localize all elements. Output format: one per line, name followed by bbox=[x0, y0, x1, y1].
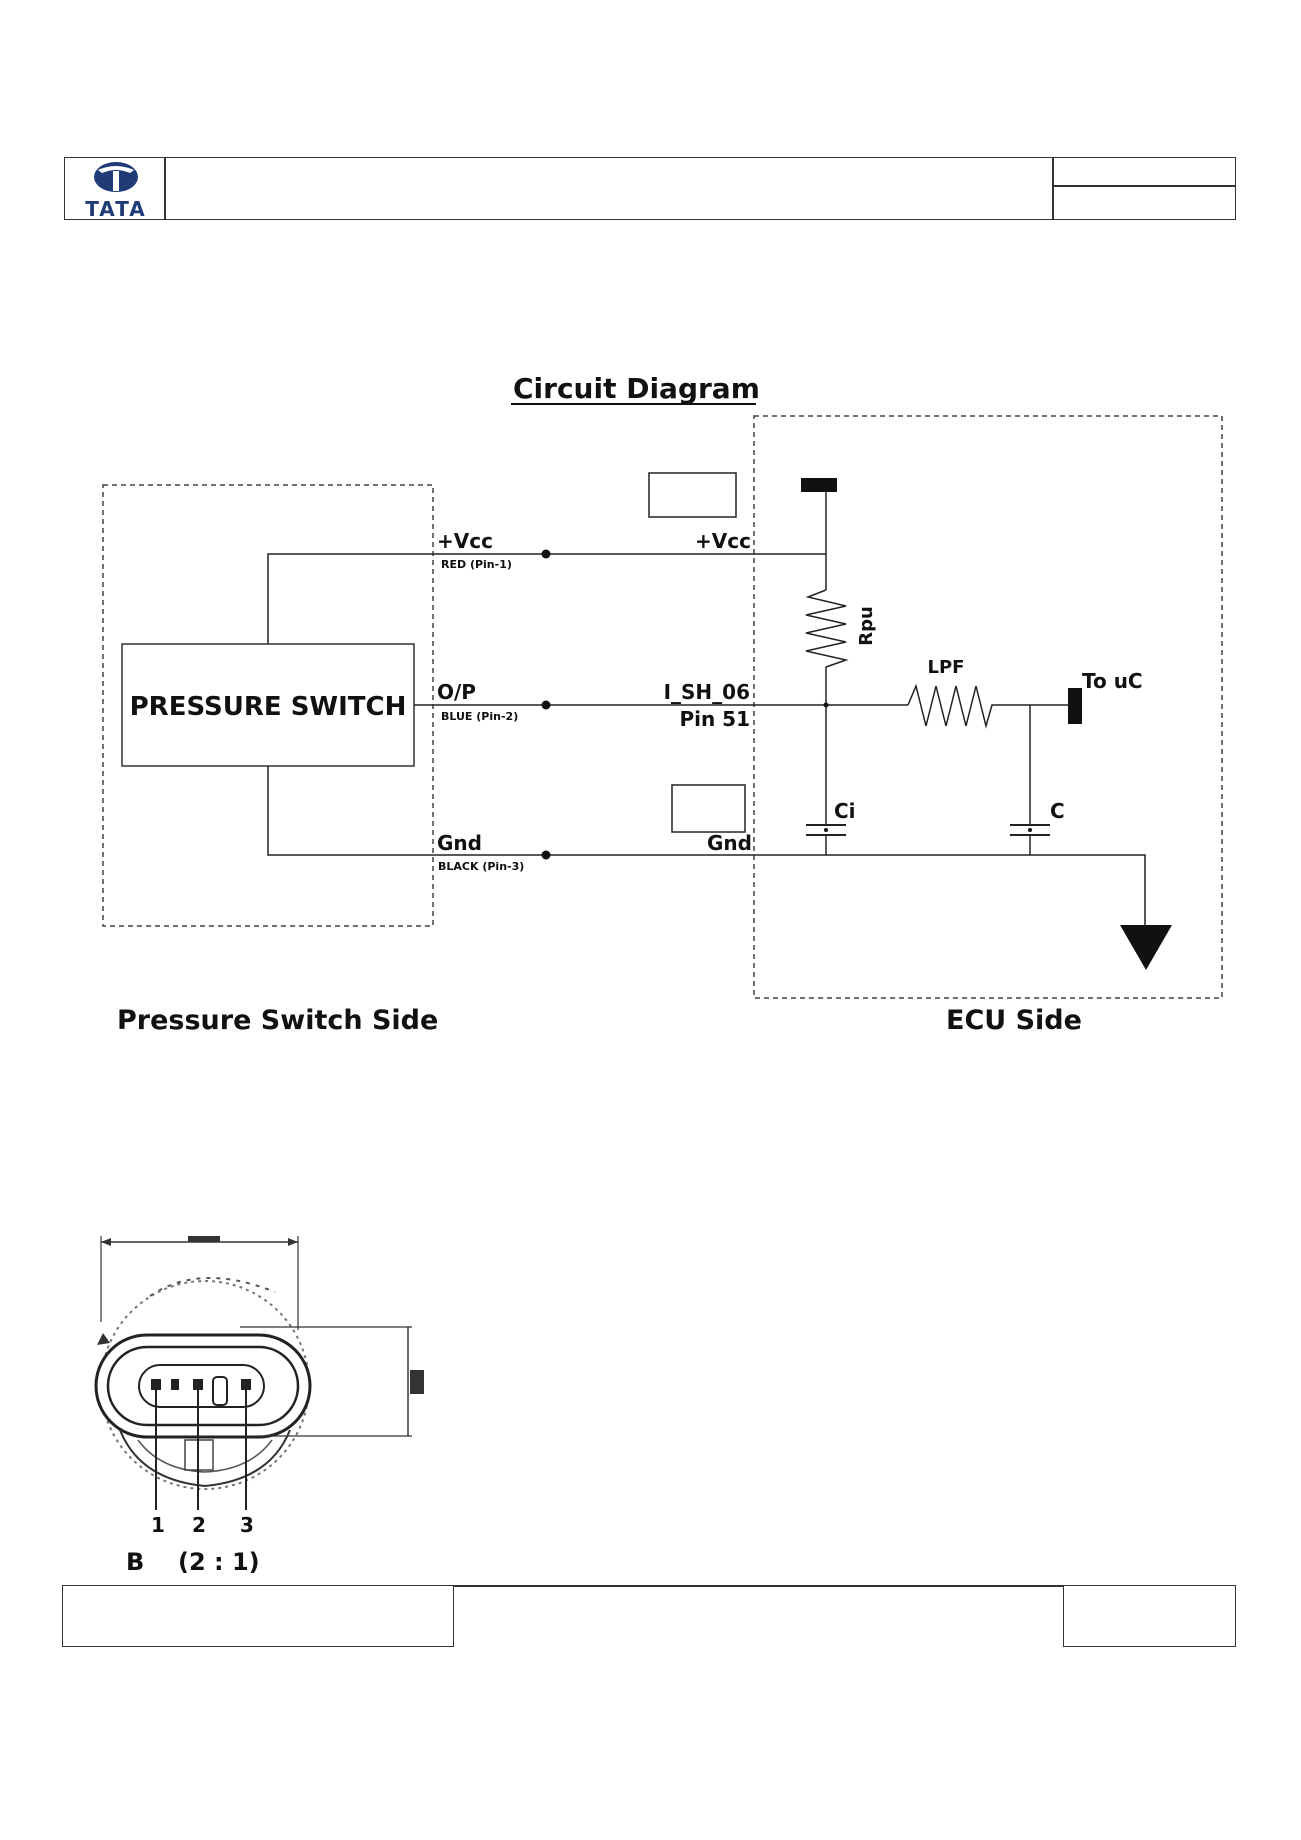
left-vcc-label: +Vcc bbox=[437, 529, 493, 553]
header-table bbox=[64, 157, 1236, 220]
supply-terminal bbox=[801, 478, 837, 492]
pressure-switch-label: PRESSURE SWITCH bbox=[130, 692, 407, 722]
ci-label: Ci bbox=[834, 799, 856, 823]
ecu-side-label: ECU Side bbox=[946, 1005, 1082, 1036]
lpf-resistor bbox=[907, 683, 1030, 729]
pressure-switch-side-label: Pressure Switch Side bbox=[117, 1005, 438, 1036]
gnd-junction-dot bbox=[541, 850, 551, 860]
left-op-wire-label: BLUE (Pin-2) bbox=[441, 710, 518, 723]
right-signal-label: I_SH_06 bbox=[664, 680, 750, 704]
ground-icon bbox=[1120, 925, 1172, 970]
rpu-resistor bbox=[805, 589, 849, 668]
tata-emblem-icon bbox=[94, 162, 138, 192]
vcc-value-box bbox=[648, 472, 737, 518]
tata-logo: TATA bbox=[74, 160, 158, 221]
rpu-label: Rpu bbox=[856, 606, 877, 646]
footer-right-cell bbox=[1063, 1585, 1236, 1647]
right-vcc-label: +Vcc bbox=[695, 529, 751, 553]
right-gnd-label: Gnd bbox=[707, 831, 752, 855]
gnd-wire bbox=[267, 766, 1146, 925]
ci-node-dot bbox=[824, 828, 828, 832]
header-right-cell-divider bbox=[1052, 157, 1054, 220]
left-op-label: O/P bbox=[437, 680, 476, 704]
right-pin-label: Pin 51 bbox=[679, 707, 750, 731]
connector-ratio-label: (2 : 1) bbox=[178, 1548, 260, 1576]
header-logo-cell-divider bbox=[164, 157, 166, 220]
uc-terminal bbox=[1068, 688, 1082, 724]
gnd-value-box bbox=[671, 784, 746, 833]
connector-pin-2-label: 2 bbox=[192, 1513, 206, 1537]
c-label: C bbox=[1050, 799, 1065, 823]
footer-left-cell bbox=[62, 1585, 454, 1647]
footer-top-rule bbox=[454, 1585, 1064, 1587]
vcc-junction-dot bbox=[541, 549, 551, 559]
logo-wordmark: TATA bbox=[85, 197, 147, 221]
connector-code-label: B bbox=[126, 1548, 144, 1576]
connector-pin-3-label: 3 bbox=[240, 1513, 254, 1537]
vcc-wire bbox=[267, 553, 826, 644]
op-junction-dot bbox=[541, 700, 551, 710]
connector-pin-1-label: 1 bbox=[151, 1513, 165, 1537]
left-gnd-wire-label: BLACK (Pin-3) bbox=[438, 860, 524, 873]
connector-drawing bbox=[94, 1236, 424, 1510]
c-node-dot bbox=[1028, 828, 1032, 832]
lpf-label: LPF bbox=[928, 657, 965, 678]
diagram-title: Circuit Diagram bbox=[513, 372, 760, 405]
ecu-side-boundary bbox=[753, 415, 1223, 999]
header-right-cell-split bbox=[1052, 185, 1236, 187]
left-vcc-wire-label: RED (Pin-1) bbox=[441, 558, 512, 571]
left-gnd-label: Gnd bbox=[437, 831, 482, 855]
to-uc-label: To uC bbox=[1082, 669, 1143, 693]
